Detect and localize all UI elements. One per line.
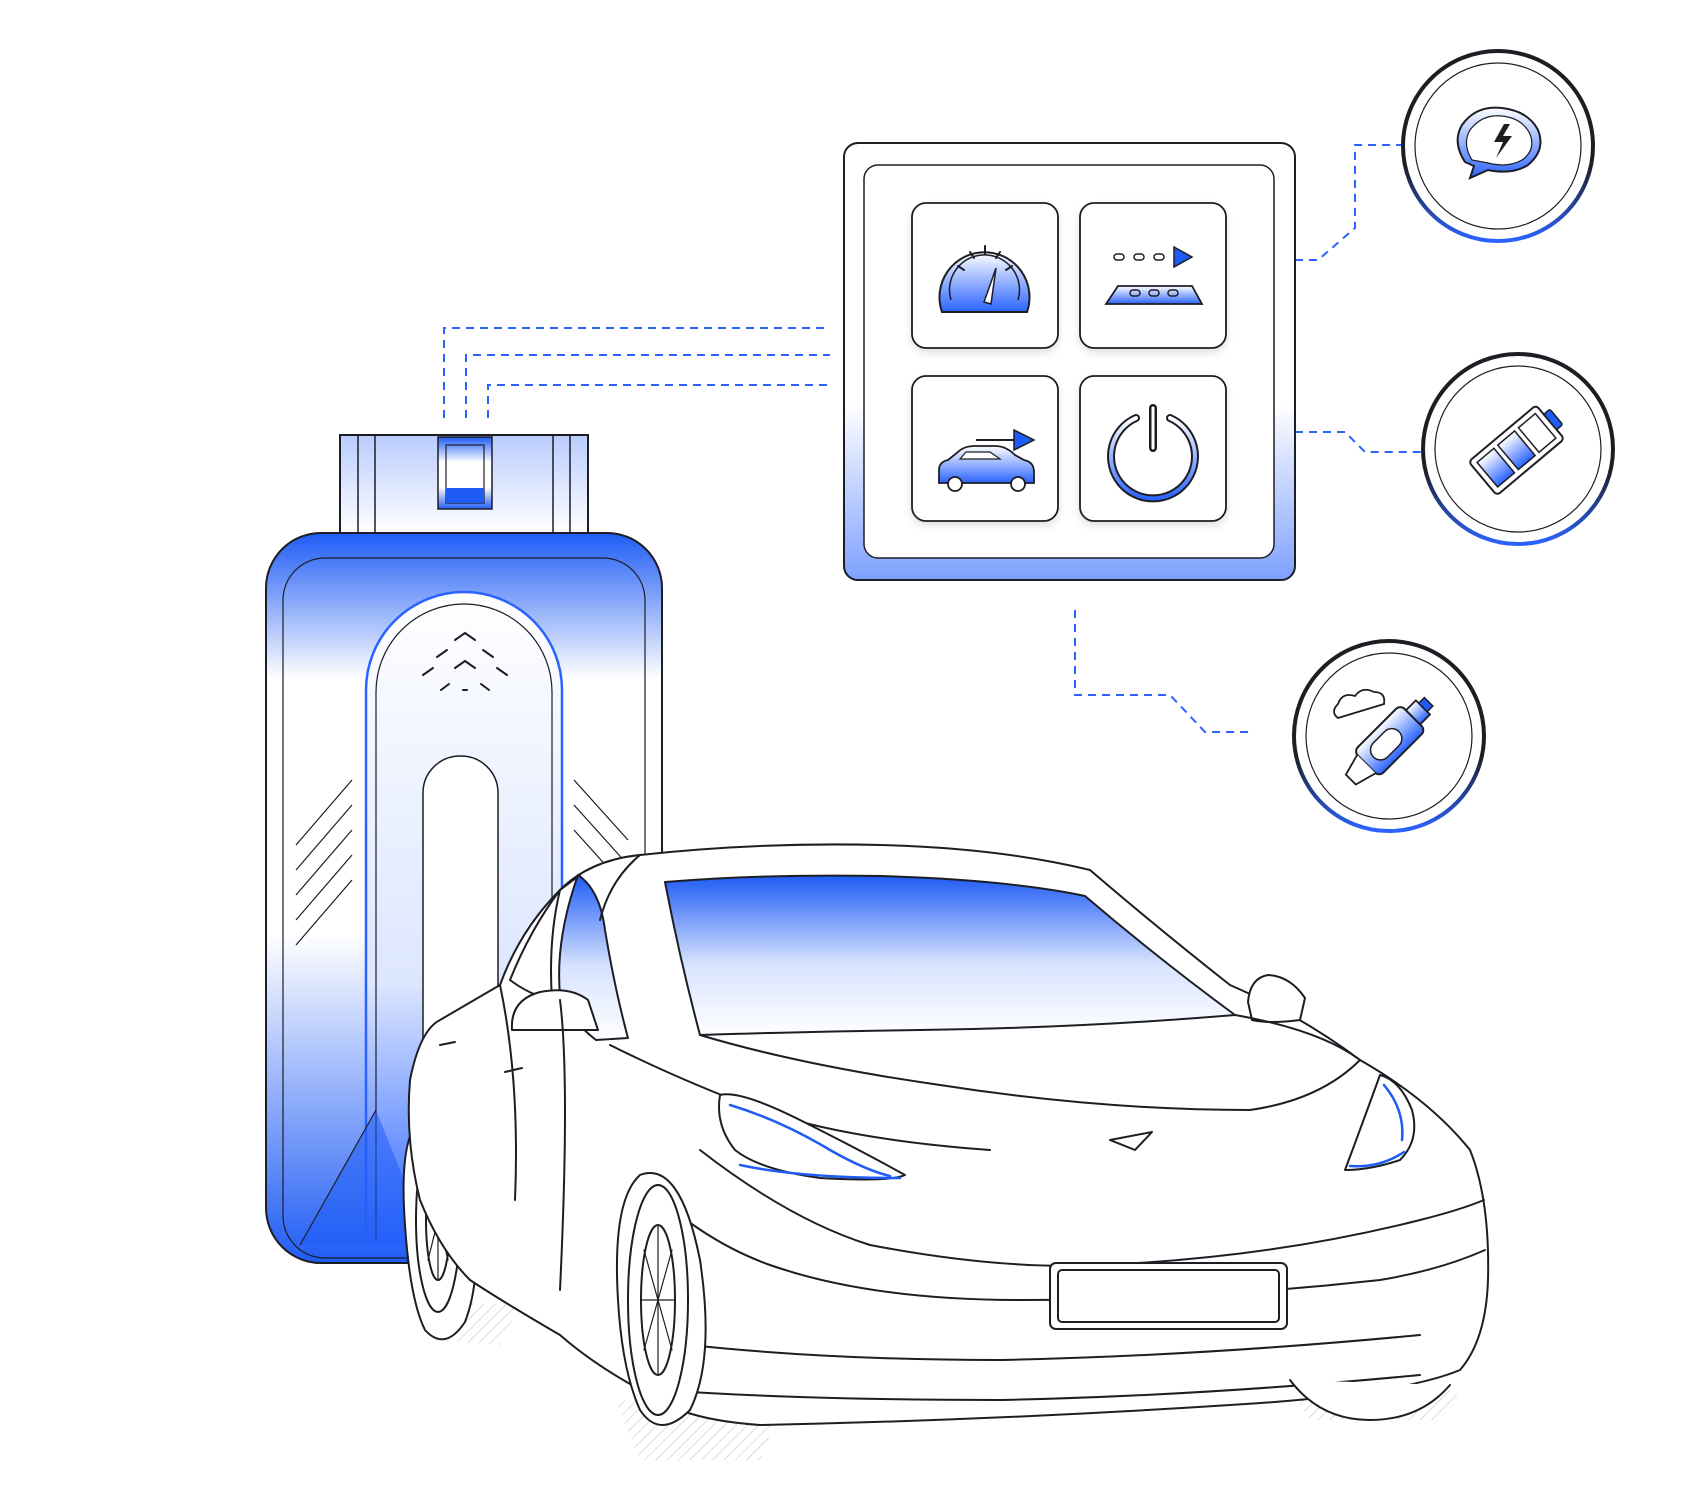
- connector-adapter-to-panel-1: [443, 327, 830, 418]
- ev-charging-plug-icon: [1333, 688, 1434, 786]
- connector-panel-to-battery-badge: [1295, 431, 1422, 453]
- connector-lines: [443, 144, 1422, 733]
- car-mirror-right: [1247, 974, 1306, 1023]
- car-front-wheel: [615, 1172, 707, 1426]
- battery-icon: [1469, 405, 1564, 495]
- connector-panel-to-plug-badge: [1074, 610, 1250, 733]
- connector-adapter-to-panel-2: [465, 354, 830, 418]
- badge-charging-message[interactable]: [1401, 49, 1595, 243]
- control-panel: [843, 142, 1296, 581]
- charging-message-icon: [1456, 106, 1542, 180]
- badge-ev-charging-plug[interactable]: [1292, 639, 1486, 833]
- badge-battery[interactable]: [1421, 352, 1615, 546]
- obd-adapter-plug: [339, 434, 589, 534]
- connector-panel-to-message-badge: [1295, 144, 1405, 261]
- speedometer-icon: [938, 245, 1031, 313]
- panel-tile-data-flow[interactable]: [1079, 202, 1227, 349]
- car-windshield: [664, 874, 1236, 1036]
- car-license-plate: [1049, 1262, 1288, 1330]
- power-icon: [1107, 404, 1199, 503]
- data-flow-icon: [1104, 245, 1204, 305]
- car-mirror-left: [510, 989, 599, 1031]
- obd-adapter-grip-lines: [295, 779, 629, 946]
- car-right-wheel: [1289, 1379, 1451, 1421]
- car-logo: [1109, 1131, 1153, 1151]
- car-transfer-icon: [938, 428, 1036, 492]
- car-side-window-rear: [509, 889, 561, 1001]
- electric-car: [402, 843, 1490, 1460]
- signal-icon: [422, 631, 508, 691]
- car-headlight-right: [1344, 1074, 1416, 1171]
- connector-adapter-to-panel-3: [487, 384, 830, 418]
